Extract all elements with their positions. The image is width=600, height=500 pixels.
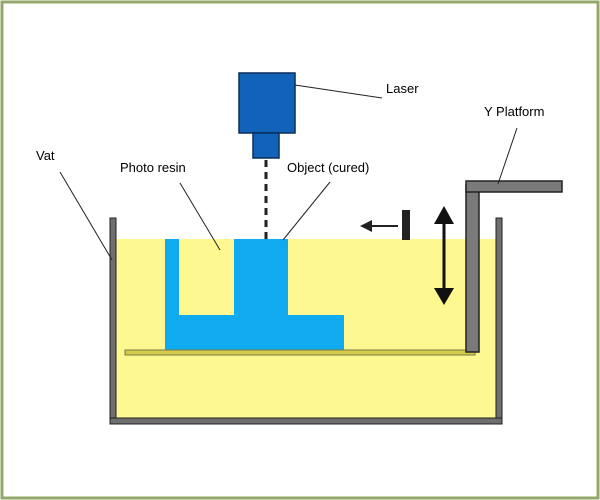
vat-left-wall xyxy=(109,217,117,424)
object-leader-line xyxy=(282,181,331,241)
object-label: Object (cured) xyxy=(287,160,369,175)
laser-leader-line xyxy=(294,84,383,99)
y-platform-horizontal-arm xyxy=(465,180,563,193)
y-motion-arrow-down xyxy=(434,288,454,305)
vat-leader-line xyxy=(59,171,113,261)
cured-object xyxy=(165,239,344,352)
laser-label: Laser xyxy=(386,81,419,96)
photo-resin-leader-line xyxy=(179,182,221,251)
y-motion-arrow-up xyxy=(434,206,454,224)
vat-right-wall xyxy=(495,217,503,424)
laser-body xyxy=(238,72,296,134)
y-platform-label: Y Platform xyxy=(484,104,544,119)
y-platform-vertical-arm xyxy=(465,184,480,353)
y-platform-leader-line xyxy=(497,127,518,185)
recoater-arrow-head xyxy=(360,220,372,232)
vat-bottom-wall xyxy=(109,417,503,425)
build-platform xyxy=(124,349,476,356)
recoater-blade xyxy=(402,210,410,240)
vat-label: Vat xyxy=(36,148,55,163)
photo-resin-label: Photo resin xyxy=(120,160,186,175)
laser-nozzle xyxy=(252,132,280,159)
